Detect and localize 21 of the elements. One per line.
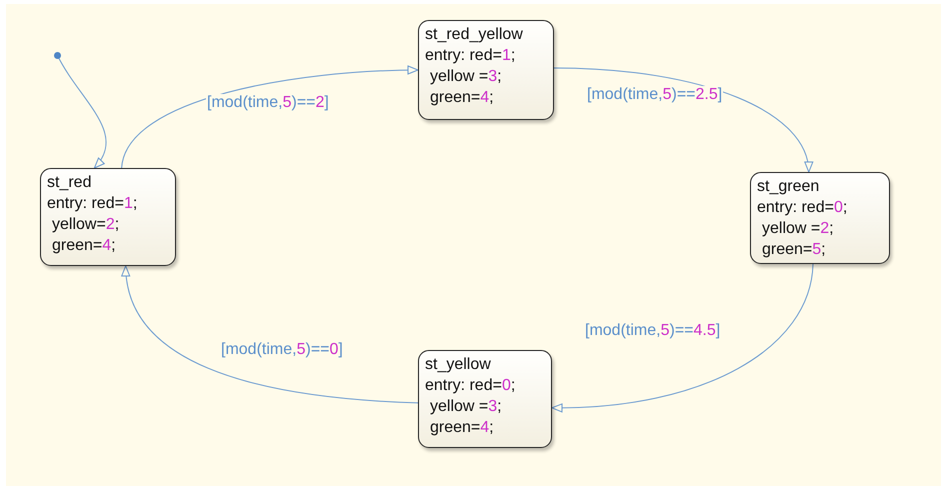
transition-condition: [mod(time,5)==0] [220,341,344,359]
entry-action: entry: red=1; yellow=2; green=4; [47,194,138,256]
transition-condition: [mod(time,5)==4.5] [584,322,722,340]
start-dot [54,52,61,59]
entry-action: entry: red=0; yellow =2; green=5; [757,198,848,260]
transition-condition: [mod(time,5)==2.5] [586,86,724,104]
state-name: st_red_yellow [425,25,524,45]
transition-arrow [122,266,418,404]
transition-arrow [121,66,418,168]
state-box [40,168,176,266]
state-box [750,172,890,264]
transition-arrow [554,68,812,172]
state-name: st_green [757,177,820,197]
state-name: st_red [47,173,92,193]
state-box [418,350,552,448]
state-box [418,20,554,120]
transition-arrow [552,264,814,412]
entry-action: entry: red=1; yellow =3; green=4; [425,46,516,108]
entry-action: entry: red=0; yellow =3; green=4; [425,376,516,438]
transition-condition: [mod(time,5)==2] [206,94,330,112]
state-name: st_yellow [425,355,492,375]
